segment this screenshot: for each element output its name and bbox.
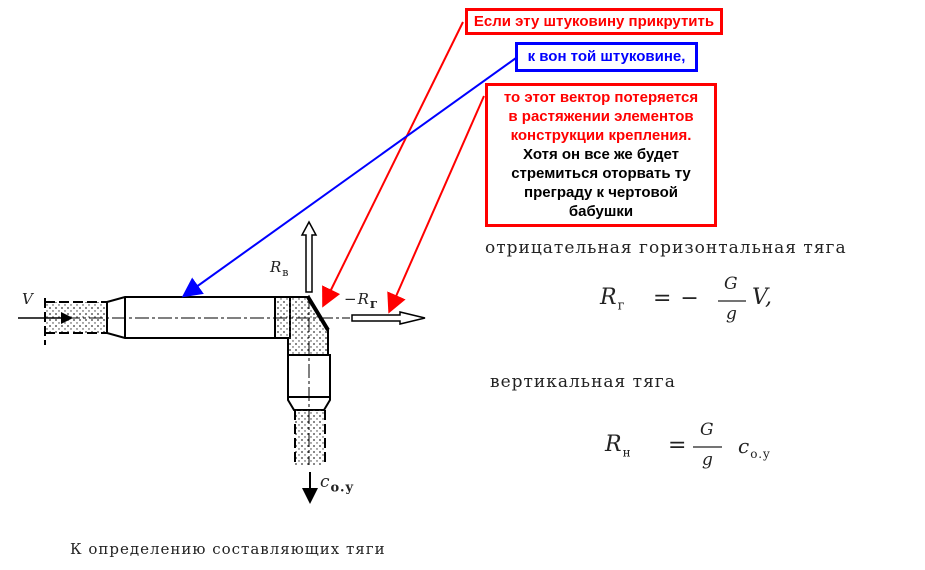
velocity-label: V bbox=[22, 290, 34, 308]
elbow bbox=[274, 296, 329, 356]
box3-black-line: преграду к чертовой bbox=[524, 184, 678, 201]
horizontal-thrust-label: отрицательная горизонтальная тяга bbox=[485, 238, 847, 258]
box3-black-line: Хотя он все же будет bbox=[523, 146, 679, 163]
red-pointer-1 bbox=[322, 21, 464, 308]
annotation-box-2: к вон той штуковине, bbox=[515, 42, 698, 72]
outlet-flow bbox=[295, 410, 325, 465]
annotation-box-1: Если эту штуковину прикрутить bbox=[465, 8, 723, 35]
r-g-arrow bbox=[351, 311, 426, 325]
figure-caption: К определению составляющих тяги bbox=[70, 540, 386, 558]
box3-black-line: стремиться оторвать ту bbox=[511, 165, 691, 182]
r-v-arrow bbox=[300, 220, 318, 293]
c-oy-label: co.y bbox=[320, 472, 355, 496]
vertical-thrust-label: вертикальная тяга bbox=[490, 372, 676, 392]
box3-red-line: конструкции крепления. bbox=[510, 127, 692, 144]
box3-red-line: в растяжении элементов bbox=[508, 108, 694, 125]
r-v-label: Rв bbox=[270, 258, 290, 279]
red-pointer-2 bbox=[387, 95, 485, 314]
box3-black-line: бабушки bbox=[568, 203, 634, 220]
r-g-label: −Rг bbox=[344, 290, 379, 312]
box3-red-line: то этот вектор потеряется bbox=[503, 89, 699, 106]
annotation-box-3: то этот вектор потеряется в растяжении э… bbox=[485, 83, 717, 227]
blue-pointer bbox=[181, 57, 517, 298]
